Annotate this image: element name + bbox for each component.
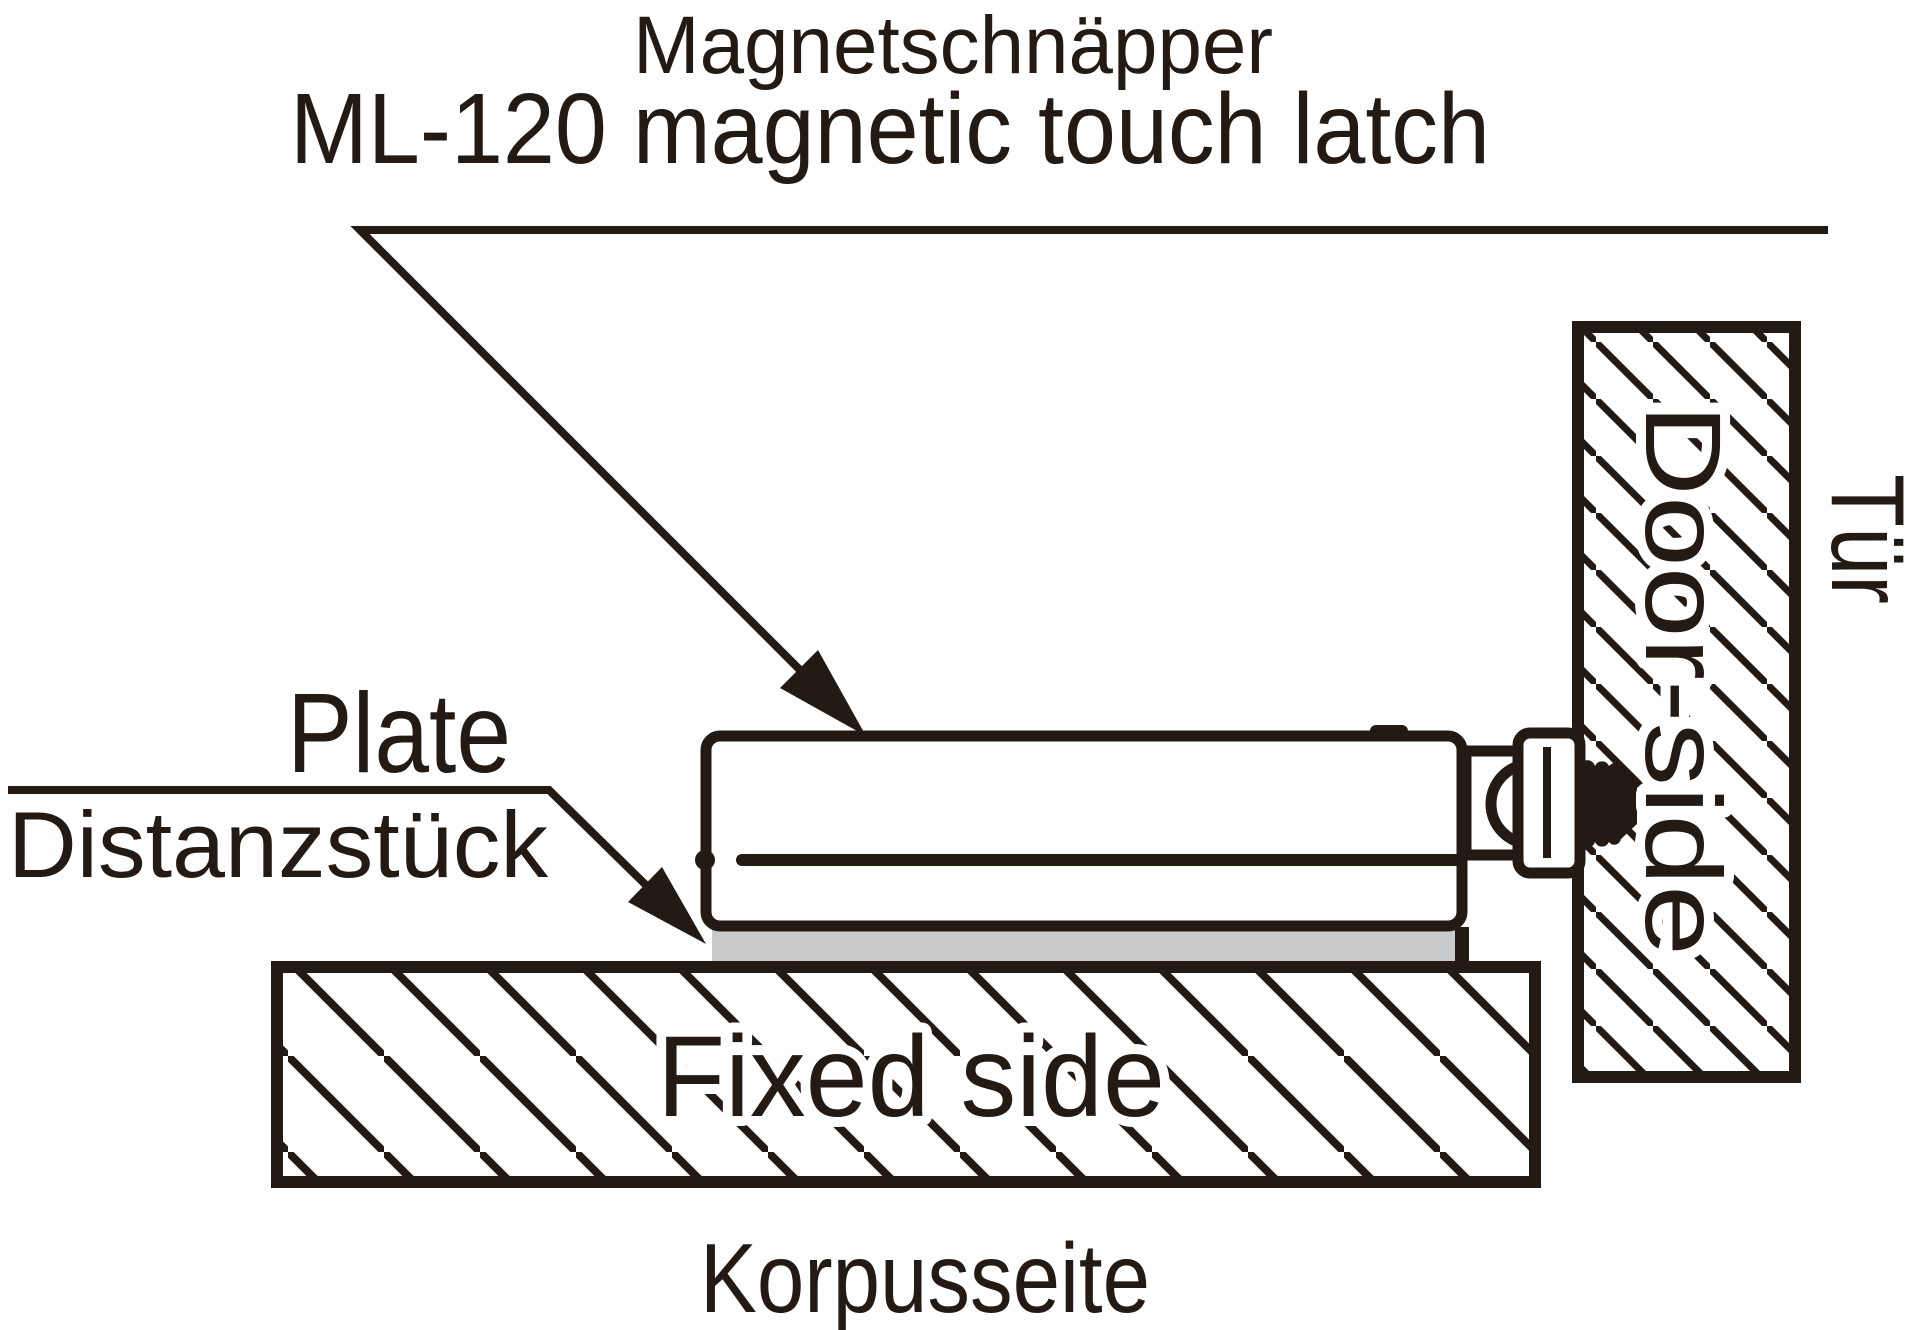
leader-plate xyxy=(8,786,706,944)
latch-body xyxy=(700,730,1468,932)
plate-spacer-end-cap xyxy=(1455,927,1469,963)
label-fixed-side-de: Korpusseite xyxy=(700,1223,1150,1330)
plate-spacer xyxy=(712,927,1469,963)
label-plate-en: Plate xyxy=(287,670,511,796)
leader-latch xyxy=(350,226,1828,736)
latch-left-nub xyxy=(695,850,715,870)
label-product-de: Magnetschnäpper xyxy=(633,0,1273,91)
latch-top-tab xyxy=(1370,725,1408,739)
label-plate-de: Distanzstück xyxy=(8,792,549,897)
label-product-en: ML-120 magnetic touch latch xyxy=(290,73,1490,185)
latch-assembly xyxy=(695,725,1586,932)
leader-latch-line xyxy=(350,226,1828,683)
label-door-side-en: Door-side xyxy=(1623,404,1744,956)
door-panel xyxy=(1572,321,1801,1083)
leader-plate-line xyxy=(8,786,655,894)
leader-plate-arrowhead xyxy=(628,867,706,944)
label-door-side-de: Tür xyxy=(1809,474,1915,604)
label-fixed-side-en: Fixed side xyxy=(657,1013,1165,1141)
plate-spacer-body xyxy=(712,927,1458,963)
fixed-panel xyxy=(271,961,1541,1188)
leader-latch-arrowhead xyxy=(780,650,866,736)
mounting-screw xyxy=(1580,760,1637,848)
